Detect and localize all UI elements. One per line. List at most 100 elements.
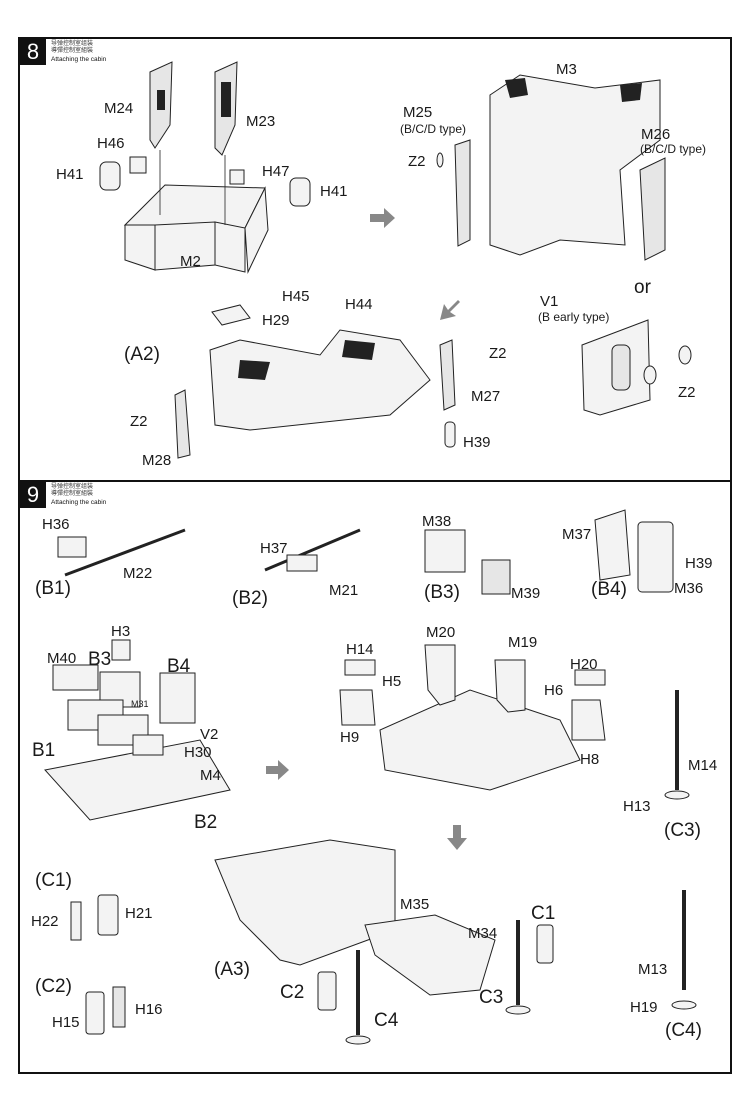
- label-h45: H45: [282, 288, 310, 305]
- label-b2: (B2): [232, 588, 268, 609]
- label-h44: H44: [345, 296, 373, 313]
- label-c1: C1: [531, 903, 556, 924]
- step-title-en: Attaching the cabin: [51, 499, 107, 506]
- label-h15: H15: [52, 1014, 80, 1031]
- part-c4-leg: [671, 890, 697, 1010]
- part-h46: [129, 156, 147, 174]
- label-h39: H39: [463, 434, 491, 451]
- label-m24: M24: [104, 100, 134, 117]
- arrow-down-icon: [447, 825, 467, 850]
- label-m40: M40: [47, 650, 77, 667]
- label-c2-detail: (C2): [35, 976, 72, 997]
- label-m4: M4: [200, 767, 221, 784]
- label-m28: M28: [142, 452, 172, 469]
- label-v2: V2: [200, 726, 219, 743]
- label-m27: M27: [471, 388, 501, 405]
- label-m31: M31: [131, 699, 149, 709]
- label-a2: (A2): [124, 344, 160, 365]
- label-h20: H20: [570, 656, 598, 673]
- part-a3-assembly: [214, 839, 554, 1045]
- label-h39: H39: [685, 555, 713, 572]
- label-h5: H5: [382, 673, 402, 690]
- part-m27-door: [439, 339, 456, 411]
- label-h21: H21: [125, 905, 153, 922]
- label-m36: M36: [674, 580, 704, 597]
- part-m3-cabin: [489, 74, 661, 256]
- label-z2: Z2: [130, 413, 148, 430]
- step-number: 8: [20, 39, 46, 65]
- label-h16: H16: [135, 1001, 163, 1018]
- label-m26-note: (B/C/D type): [640, 142, 707, 156]
- label-h37: H37: [260, 540, 288, 557]
- label-b1-main: B1: [32, 740, 56, 761]
- label-h46: H46: [97, 135, 125, 152]
- label-h22: H22: [31, 913, 59, 930]
- part-b1: [57, 528, 186, 577]
- label-c2: C2: [280, 982, 305, 1003]
- label-h36: H36: [42, 516, 70, 533]
- step-9-panel: 9 导弹控制室组装 導彈控制室組裝 Attaching the cabin: [18, 482, 732, 1074]
- label-m22: M22: [123, 565, 153, 582]
- label-m25: M25: [403, 104, 433, 121]
- label-m13: M13: [638, 961, 668, 978]
- label-h47: H47: [262, 163, 290, 180]
- part-m26-door: [639, 157, 666, 261]
- label-h29: H29: [262, 312, 290, 329]
- label-b4-main: B4: [167, 656, 191, 677]
- arrow-right-icon: [370, 208, 395, 228]
- label-h13: H13: [623, 798, 651, 815]
- step-title-cn-simplified: 导弹控制室组装: [51, 41, 94, 47]
- label-b2-main: B2: [194, 812, 218, 833]
- label-h14: H14: [346, 641, 374, 658]
- label-v1-note: (B early type): [538, 310, 610, 324]
- part-m25-door: [454, 139, 471, 247]
- label-m20: M20: [426, 624, 456, 641]
- label-m26: M26: [641, 126, 671, 143]
- part-h39: [444, 421, 456, 448]
- label-m19: M19: [508, 634, 538, 651]
- part-z2: [436, 152, 444, 168]
- part-cabin-interior: [339, 644, 606, 791]
- label-h41-right: H41: [320, 183, 348, 200]
- part-b4: [594, 509, 674, 593]
- part-h41-left: [99, 161, 121, 191]
- part-v1-plate: [581, 319, 692, 416]
- label-h19: H19: [630, 999, 658, 1016]
- part-m28-door: [174, 389, 191, 459]
- label-c3-detail: (C3): [664, 820, 701, 841]
- part-m23-panel: [214, 61, 238, 156]
- arrow-right-icon: [266, 760, 289, 780]
- label-m39: M39: [511, 585, 541, 602]
- label-m14: M14: [688, 757, 718, 774]
- label-m3: M3: [556, 61, 577, 78]
- part-m24-panel: [149, 61, 173, 149]
- label-m37: M37: [562, 526, 592, 543]
- part-c3-leg: [664, 690, 690, 800]
- arrow-down-left-icon: [440, 300, 460, 320]
- label-c3: C3: [479, 987, 504, 1008]
- label-m2: M2: [180, 253, 201, 270]
- step-number: 9: [20, 482, 46, 508]
- label-m21: M21: [329, 582, 359, 599]
- label-c4: C4: [374, 1010, 399, 1031]
- label-b1: (B1): [35, 578, 71, 599]
- label-z2: Z2: [408, 153, 426, 170]
- label-h3: H3: [111, 623, 131, 640]
- label-h9: H9: [340, 729, 360, 746]
- part-h47: [229, 169, 245, 185]
- label-b3: (B3): [424, 582, 460, 603]
- part-m4-frame: [44, 639, 231, 821]
- label-or: or: [634, 277, 651, 298]
- label-v1: V1: [540, 293, 559, 310]
- step-title-cn-traditional: 導彈控制室組裝: [51, 491, 94, 497]
- label-z2: Z2: [489, 345, 507, 362]
- label-m23: M23: [246, 113, 276, 130]
- part-h29: [211, 304, 251, 326]
- part-c1-detail: [70, 894, 119, 941]
- label-h8: H8: [580, 751, 600, 768]
- label-b4: (B4): [591, 579, 627, 600]
- label-c4-detail: (C4): [665, 1020, 702, 1041]
- part-c2-detail: [85, 986, 126, 1035]
- label-m38: M38: [422, 513, 452, 530]
